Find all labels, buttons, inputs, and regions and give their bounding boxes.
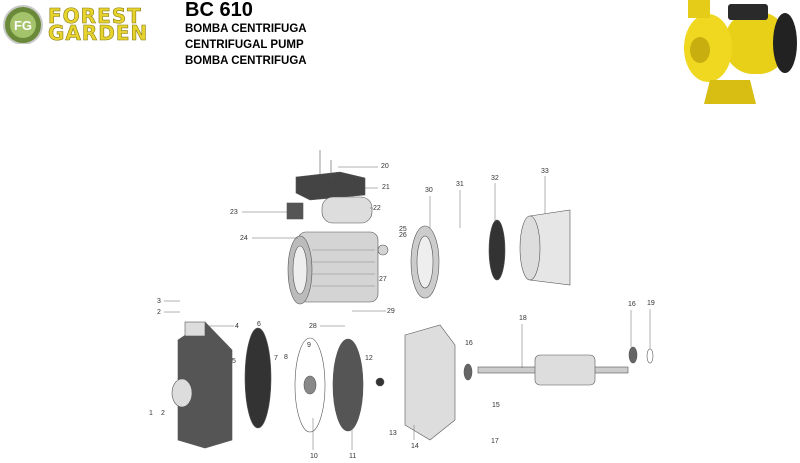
part-label-24: 24: [240, 235, 248, 242]
model-title: BC 610: [185, 0, 253, 21]
subtitle-2: CENTRIFUGAL PUMP: [185, 39, 304, 51]
part-label-16a: 16: [465, 340, 473, 347]
part-label-6: 6: [257, 321, 261, 328]
part-label-9: 9: [307, 342, 311, 349]
part-label-13: 13: [389, 430, 397, 437]
part-label-20: 20: [381, 163, 389, 170]
part-label-22: 22: [373, 205, 381, 212]
brand-garden: GARDEN: [48, 21, 149, 45]
forest-garden-logo: FG: [3, 5, 43, 44]
part-label-15: 15: [492, 402, 500, 409]
part-label-1: 1: [149, 410, 153, 417]
part-label-2: 2: [157, 309, 161, 316]
part-label-25: 25: [399, 226, 407, 233]
part-label-8: 8: [284, 354, 288, 361]
part-label-11: 11: [349, 453, 357, 460]
subtitle-3: BOMBA CENTRIFUGA: [185, 55, 307, 67]
brand-forest: FOREST: [48, 4, 142, 28]
part-label-31: 31: [456, 181, 464, 188]
subtitle-1: BOMBA CENTRIFUGA: [185, 23, 307, 35]
part-label-16b: 16: [628, 301, 636, 308]
part-label-29: 29: [387, 308, 395, 315]
motor-housing: [287, 231, 379, 305]
part-label-3: 3: [157, 298, 161, 305]
part-label-10: 10: [310, 453, 318, 460]
part-label-12: 12: [365, 355, 373, 362]
part-label-18: 18: [519, 315, 527, 322]
part-label-27: 27: [379, 276, 387, 283]
part-label-28: 28: [309, 323, 317, 330]
part-label-21: 21: [382, 184, 390, 191]
part-label-14: 14: [411, 443, 419, 450]
part-label-33: 33: [541, 168, 549, 175]
svg-text:FG: FG: [14, 18, 32, 33]
part-label-26: 26: [399, 232, 407, 239]
part-label-23: 23: [230, 209, 238, 216]
part-label-2b: 2: [161, 410, 165, 417]
part-label-19: 19: [647, 300, 655, 307]
part-label-17: 17: [491, 438, 499, 445]
part-label-5: 5: [232, 358, 236, 365]
part-label-4: 4: [235, 323, 239, 330]
pump-photo: [684, 0, 797, 104]
part-label-7: 7: [274, 355, 278, 362]
part-label-32: 32: [491, 175, 499, 182]
part-label-30: 30: [425, 187, 433, 194]
